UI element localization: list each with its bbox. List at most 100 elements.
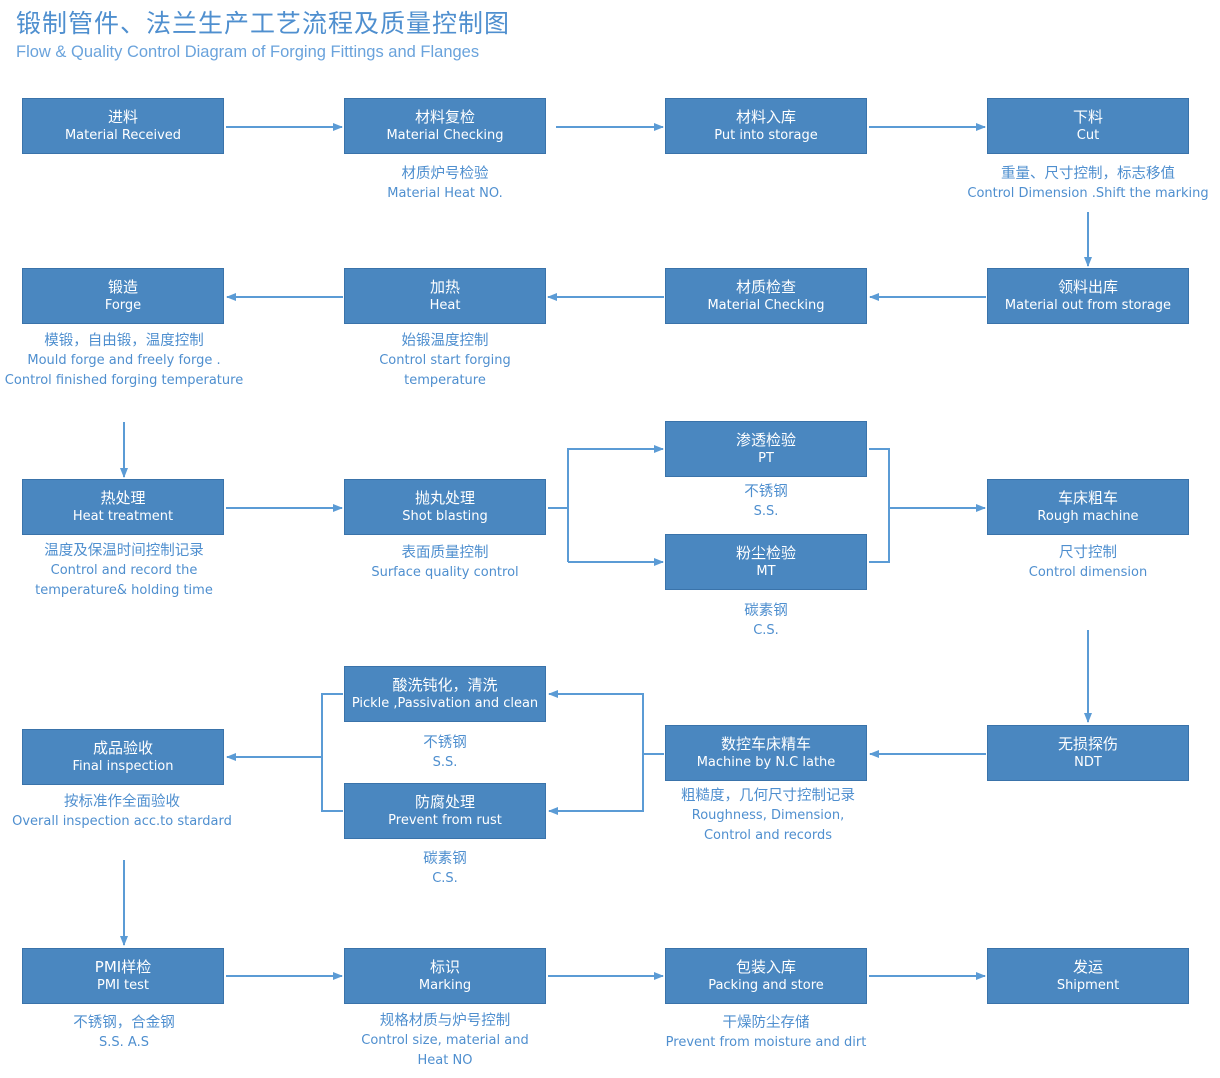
- step-label-cn: 车床粗车: [1057, 489, 1118, 507]
- note-cn: 碳素钢: [423, 851, 467, 867]
- step-label-cn: 领料出库: [1057, 278, 1118, 296]
- step-pickle-passivation: 酸洗钝化，清洗 Pickle ,Passivation and clean: [344, 666, 546, 722]
- note-en: Control finished forging temperature: [4, 372, 244, 388]
- title-chinese: 锻制管件、法兰生产工艺流程及质量控制图: [16, 9, 511, 38]
- step-label-cn: 热处理: [100, 489, 146, 507]
- step-penetrant-test: 渗透检验 PT: [665, 421, 867, 477]
- step-label-en: Forge: [104, 298, 142, 313]
- note-cn: 不锈钢，合金钢: [73, 1015, 175, 1031]
- step-label-en: Material Received: [64, 128, 182, 143]
- step-rough-machine: 车床粗车 Rough machine: [987, 479, 1189, 535]
- step-shot-blasting: 抛丸处理 Shot blasting: [344, 479, 546, 535]
- step-label-en: PMI test: [97, 978, 149, 993]
- step-label-en: Heat treatment: [72, 509, 174, 524]
- merge-n11-n12: [869, 448, 890, 563]
- step-label-cn: 加热: [429, 278, 460, 296]
- step-label-en: Shipment: [1056, 978, 1120, 993]
- note-en: C.S.: [432, 871, 458, 886]
- step-label-en: Marking: [418, 978, 472, 993]
- step-shipment: 发运 Shipment: [987, 948, 1189, 1004]
- step-material-out-from-storage: 领料出库 Material out from storage: [987, 268, 1189, 324]
- step-label-cn: 渗透检验: [735, 431, 796, 449]
- note-en: S.S.: [432, 755, 458, 770]
- note-cn: 材质炉号检验: [401, 166, 489, 182]
- step-label-en: MT: [756, 564, 776, 579]
- step-ndt: 无损探伤 NDT: [987, 725, 1189, 781]
- step-label-cn: 抛丸处理: [414, 489, 475, 507]
- step-label-en: Prevent from rust: [388, 813, 502, 828]
- step-label-cn: 酸洗钝化，清洗: [392, 676, 498, 694]
- step-heat-treatment: 热处理 Heat treatment: [22, 479, 224, 535]
- note-roughness-dimension: 粗糙度，几何尺寸控制记录 Roughness, Dimension, Contr…: [638, 786, 898, 845]
- note-en: Overall inspection acc.to stardard: [12, 814, 232, 829]
- note-en: Roughness, Dimension,: [691, 808, 845, 823]
- note-pt-stainless: 不锈钢 S.S.: [636, 482, 896, 522]
- note-cn: 碳素钢: [744, 603, 788, 619]
- note-pmi-materials: 不锈钢，合金钢 S.S. A.S: [0, 1013, 254, 1053]
- step-label-en: Material Checking: [386, 128, 504, 143]
- step-label-en: Pickle ,Passivation and clean: [351, 696, 539, 711]
- step-heat: 加热 Heat: [344, 268, 546, 324]
- step-label-cn: 发运: [1072, 958, 1103, 976]
- note-forging-control: 模锻，自由锻，温度控制 Mould forge and freely forge…: [0, 331, 254, 390]
- step-label-en: Rough machine: [1037, 509, 1139, 524]
- step-label-en: Shot blasting: [402, 509, 488, 524]
- note-cn: 不锈钢: [423, 735, 467, 751]
- note-en: C.S.: [753, 623, 779, 638]
- step-label-en: Packing and store: [708, 978, 824, 993]
- step-label-en: Heat: [429, 298, 461, 313]
- step-forge: 锻造 Forge: [22, 268, 224, 324]
- step-label-en: Material out from storage: [1004, 298, 1172, 313]
- note-en: temperature: [404, 372, 486, 388]
- note-cn: 不锈钢: [744, 484, 788, 500]
- note-en: Prevent from moisture and dirt: [665, 1035, 867, 1050]
- title-english: Flow & Quality Control Diagram of Forgin…: [16, 43, 480, 61]
- note-control-dimension: 尺寸控制 Control dimension: [958, 543, 1218, 583]
- note-mt-carbon: 碳素钢 C.S.: [636, 601, 896, 641]
- note-en: Control dimension: [1028, 565, 1148, 580]
- note-en: Heat NO: [417, 1052, 473, 1068]
- note-en: Control and records: [703, 827, 832, 843]
- note-cn: 干燥防尘存储: [722, 1015, 810, 1031]
- note-en: Mould forge and freely forge .: [27, 353, 221, 368]
- step-label-cn: 防腐处理: [414, 793, 475, 811]
- step-label-cn: 锻造: [107, 278, 138, 296]
- step-material-inspection: 材质检查 Material Checking: [665, 268, 867, 324]
- note-cn: 表面质量控制: [401, 545, 489, 561]
- arrow-n15-n16: [548, 690, 644, 754]
- step-packing-store: 包装入库 Packing and store: [665, 948, 867, 1004]
- step-nc-lathe: 数控车床精车 Machine by N.C lathe: [665, 725, 867, 781]
- step-label-en: PT: [758, 451, 774, 466]
- step-cut: 下料 Cut: [987, 98, 1189, 154]
- note-en: Control Dimension .Shift the marking: [967, 186, 1209, 201]
- step-marking: 标识 Marking: [344, 948, 546, 1004]
- note-cn: 规格材质与炉号控制: [379, 1013, 511, 1029]
- step-label-cn: 材质检查: [735, 278, 796, 296]
- step-label-cn: 材料入库: [735, 108, 796, 126]
- step-label-cn: 数控车床精车: [720, 735, 811, 753]
- note-heat-treatment-record: 温度及保温时间控制记录 Control and record the tempe…: [0, 541, 254, 600]
- step-put-into-storage: 材料入库 Put into storage: [665, 98, 867, 154]
- note-en: S.S. A.S: [99, 1035, 149, 1050]
- step-label-en: Put into storage: [714, 128, 818, 143]
- step-material-received: 进料 Material Received: [22, 98, 224, 154]
- note-cn: 始锻温度控制: [401, 333, 489, 349]
- note-cn: 按标准作全面验收: [64, 794, 180, 810]
- note-en: Control and record the: [50, 563, 198, 578]
- step-label-cn: 无损探伤: [1057, 735, 1118, 753]
- note-en: Surface quality control: [371, 565, 519, 580]
- step-label-cn: 成品验收: [92, 739, 153, 757]
- step-label-cn: 进料: [107, 108, 138, 126]
- step-magnetic-test: 粉尘检验 MT: [665, 534, 867, 590]
- note-start-forging-temperature: 始锻温度控制 Control start forging temperature: [315, 331, 575, 390]
- note-cn: 模锻，自由锻，温度控制: [44, 333, 204, 349]
- note-marking-control: 规格材质与炉号控制 Control size, material and Hea…: [315, 1011, 575, 1070]
- merge-n16-n17: [321, 693, 343, 812]
- note-en: Material Heat NO.: [387, 186, 503, 201]
- step-material-checking: 材料复检 Material Checking: [344, 98, 546, 154]
- note-material-heat-no: 材质炉号检验 Material Heat NO.: [315, 164, 575, 204]
- step-label-cn: 标识: [429, 958, 460, 976]
- step-label-en: Cut: [1076, 128, 1100, 143]
